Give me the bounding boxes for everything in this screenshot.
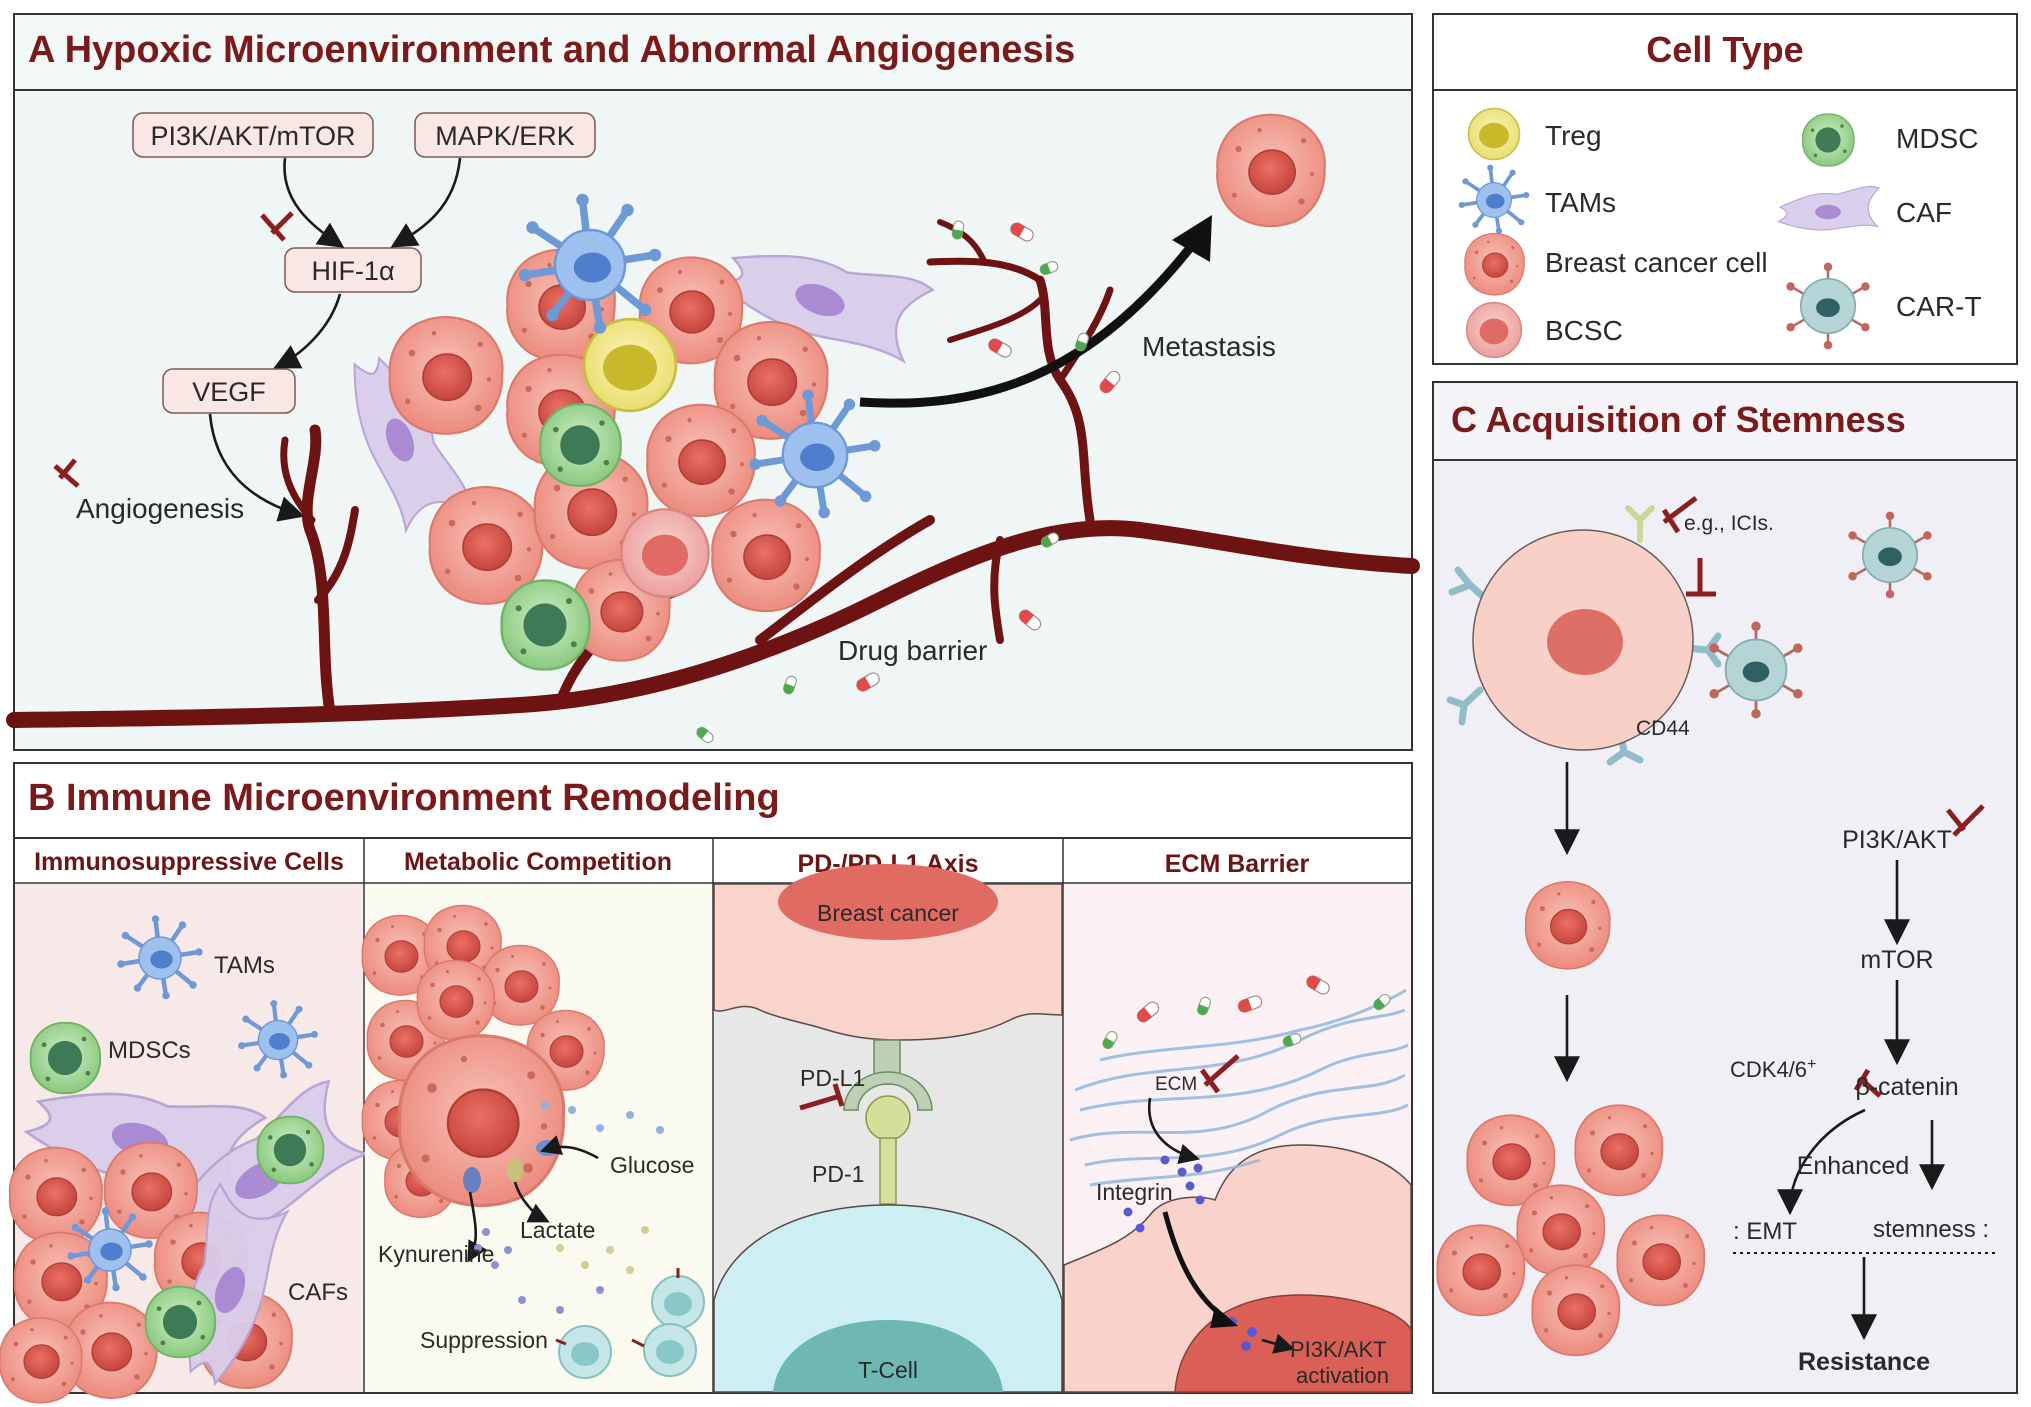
panel-b: B Immune Microenvironment Remodeling Imm… [0, 762, 1413, 1404]
cd44-label: CD44 [1636, 717, 1690, 740]
immunosuppressive-cells-panel: TAMs MDSCs CAFs [0, 884, 375, 1404]
mdsc-cell [144, 1285, 217, 1359]
cd44-cancer-cell [1446, 505, 1722, 766]
ecm-barrier-panel: ECM Integrin PI3K/AKT activation [1063, 884, 1412, 1393]
mdscs-label: MDSCs [108, 1037, 191, 1064]
breast-cancer-cell-icon [1464, 232, 1525, 296]
pi3k-akt-label: PI3K/AKT [1842, 826, 1952, 854]
cancer-cell [388, 315, 504, 435]
legend-car-t: CAR-T [1896, 291, 1982, 322]
hif-box [284, 247, 422, 293]
suppression-label: Suppression [420, 1327, 548, 1353]
inhibit-angiogenesis-icon [53, 458, 80, 488]
cancer-cell [711, 498, 821, 613]
tams-label: TAMs [214, 952, 275, 979]
mdsc-cell [500, 579, 591, 671]
t-cell-nucleus [773, 1320, 1003, 1392]
legend-mdsc: MDSC [1896, 123, 1978, 154]
inhibit-ecm-icon [1199, 1054, 1240, 1094]
angiogenesis-label: Angiogenesis [76, 493, 244, 524]
glucose-label: Glucose [610, 1152, 694, 1178]
legend-breast-cancer-cell: Breast cancer cell [1545, 247, 1768, 278]
panel-a: A Hypoxic Microenvironment and Abnormal … [6, 13, 1420, 751]
metabolic-competition-panel: Glucose Lactate Kynurenine Suppression [361, 884, 712, 1392]
cdk-text: CDK4/6 [1730, 1057, 1807, 1082]
emt-label: : EMT [1733, 1218, 1797, 1245]
panel-b-title: B Immune Microenvironment Remodeling [28, 777, 780, 819]
mdsc-cell [539, 403, 622, 487]
metastasis-arrow [859, 232, 1204, 408]
cancer-cell [1524, 880, 1611, 970]
mapk-erk-box [414, 112, 596, 158]
legend-title: Cell Type [1646, 29, 1803, 70]
inhibit-hif-icon [260, 211, 294, 242]
t-cell [643, 1323, 697, 1377]
sub-metabolic-competition: Metabolic Competition [404, 848, 672, 876]
t-cell [651, 1275, 705, 1329]
stemness-label: stemness : [1873, 1216, 1989, 1243]
arrow-mapk-to-hif [390, 157, 462, 248]
activation-label: activation [1296, 1363, 1389, 1388]
pi3k-akt-mtor-label: PI3K/AKT/mTOR [150, 121, 355, 151]
inhibit-pi3k-icon [1946, 804, 1985, 837]
lactate-label: Lactate [520, 1217, 595, 1243]
cdk-superscript: + [1807, 1056, 1816, 1073]
pd-l1-axis-panel: Breast cancer PD-L1 PD-1 T-Cell [713, 864, 1063, 1393]
beta-catenin-label: β-catenin [1855, 1073, 1958, 1101]
metastasis-label: Metastasis [1142, 331, 1276, 362]
arrow-hif-to-vegf [273, 293, 342, 369]
eg-icis-label: e.g., ICIs. [1684, 512, 1774, 535]
pi3k-akt-mtor-box [132, 112, 374, 158]
inhibit-pd-l1-icon [799, 1083, 845, 1111]
treg-icon [1467, 107, 1521, 161]
t-cell [558, 1325, 612, 1379]
central-cancer-cell [397, 1034, 566, 1208]
mdsc-cell [256, 1115, 325, 1185]
arrow-pi3k-to-hif [283, 157, 345, 248]
drug-barrier-label: Drug barrier [838, 635, 987, 666]
legend-bcsc: BCSC [1545, 315, 1623, 346]
inhibit-cdk-icon [1853, 1068, 1882, 1098]
legend-treg: Treg [1545, 120, 1602, 151]
panel-c-title: C Acquisition of Stemness [1451, 399, 1906, 440]
bcsc-cell [620, 508, 710, 598]
inhibit-ici-icon [1661, 496, 1698, 534]
sub-ecm-barrier: ECM Barrier [1165, 850, 1310, 878]
t-cell-label: T-Cell [858, 1357, 918, 1383]
arrow-vegf-to-angiogenesis [208, 413, 305, 522]
cancer-cell [646, 403, 756, 518]
breast-cancer-label: Breast cancer [817, 900, 959, 926]
pd-1-label: PD-1 [812, 1161, 864, 1187]
panel-a-title: A Hypoxic Microenvironment and Abnormal … [28, 29, 1075, 71]
pd-l1-label: PD-L1 [800, 1065, 865, 1091]
mdsc-cell [29, 1021, 102, 1095]
cafs-label: CAFs [288, 1279, 348, 1306]
ecm-label: ECM [1155, 1074, 1197, 1095]
cdk-label: CDK4/6+ [1730, 1056, 1816, 1082]
mtor-label: mTOR [1860, 946, 1933, 974]
pd-l1-receptor [843, 1071, 933, 1111]
inhibit-car-t-icon [1686, 558, 1716, 597]
pi3k-akt-label: PI3K/AKT [1290, 1337, 1387, 1362]
breast-cancer-nucleus [778, 864, 998, 940]
pd-1-receptor [865, 1095, 911, 1141]
metastatic-cancer-cell [1216, 113, 1326, 228]
mapk-erk-label: MAPK/ERK [435, 121, 575, 151]
enhanced-label: Enhanced [1797, 1152, 1910, 1180]
panel-c: C Acquisition of Stemness e.g., ICIs. CD… [1432, 381, 2018, 1394]
vegf-label: VEGF [192, 377, 266, 407]
resistance-label: Resistance [1798, 1348, 1930, 1376]
sub-immunosuppressive-cells: Immunosuppressive Cells [34, 848, 344, 876]
kynurenine-label: Kynurenine [378, 1241, 494, 1267]
vegf-box [162, 368, 296, 414]
mdsc-icon [1801, 113, 1855, 167]
hif-label: HIF-1α [311, 256, 394, 286]
integrin-label: Integrin [1096, 1179, 1173, 1205]
legend-caf: CAF [1896, 197, 1952, 228]
metastasis-arrowhead [1172, 215, 1212, 262]
bcsc-icon [1465, 301, 1523, 359]
legend-tams: TAMs [1545, 187, 1616, 218]
cell-type-legend: Cell Type Treg TAMs Breast cancer cell B… [1432, 13, 2018, 365]
